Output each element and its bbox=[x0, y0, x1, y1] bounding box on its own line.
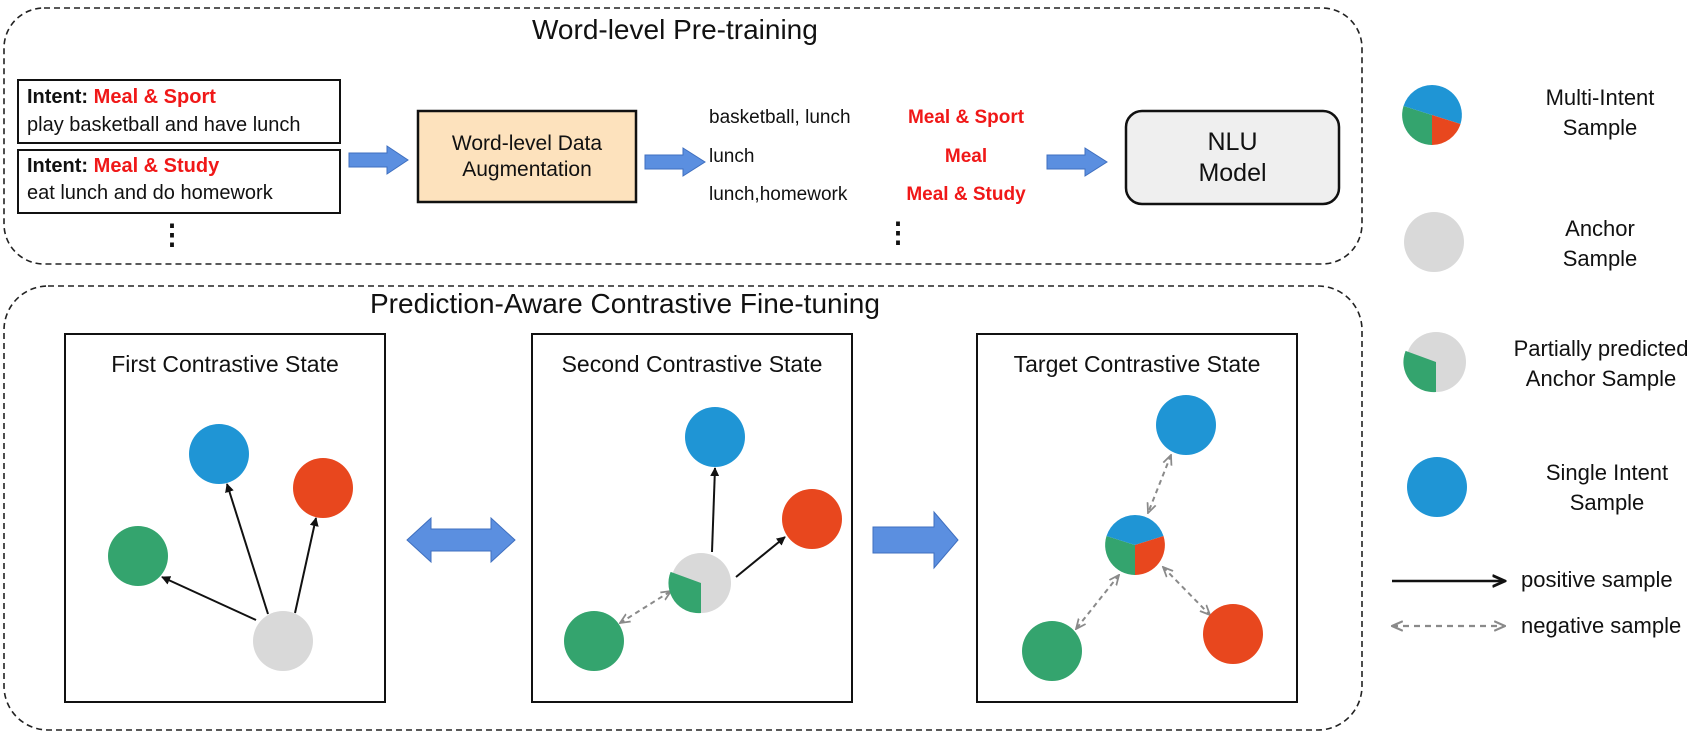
state-title-1: First Contrastive State bbox=[111, 351, 339, 377]
legend-positive-label: positive sample bbox=[1521, 567, 1673, 592]
augmentation-box bbox=[416, 109, 638, 204]
legend-anchor-label: Anchor Sample bbox=[1500, 214, 1700, 274]
aug-words-1: basketball, lunch bbox=[709, 107, 851, 128]
nlu-label-line-2: Model bbox=[1198, 159, 1267, 187]
negative-arrow bbox=[620, 591, 671, 623]
single-intent-node-blue bbox=[189, 424, 249, 484]
positive-arrow bbox=[161, 576, 257, 621]
positive-arrow bbox=[735, 536, 786, 578]
multi-intent-anchor-node bbox=[1105, 515, 1165, 575]
example-2-utterance: eat lunch and do homework bbox=[27, 182, 273, 204]
finetuning-section-frame bbox=[3, 285, 1363, 731]
target-state-graph bbox=[1022, 395, 1263, 681]
aug-label-2: Meal bbox=[944, 146, 988, 167]
single-intent-node-green bbox=[1022, 621, 1082, 681]
intent-prefix: Intent: bbox=[27, 86, 89, 108]
legend-multi-intent-icon bbox=[1402, 85, 1462, 145]
examples-ellipsis: ⋮ bbox=[158, 219, 186, 250]
state-frame-1 bbox=[64, 333, 386, 703]
legend-multi-intent-label: Multi-Intent Sample bbox=[1500, 83, 1700, 143]
flow-arrow-2 bbox=[644, 147, 706, 177]
single-intent-node-green bbox=[108, 526, 168, 586]
legend-multi-line-2: Sample bbox=[1562, 115, 1638, 140]
intent-label: Meal & Sport bbox=[93, 86, 216, 108]
legend-negative-label: negative sample bbox=[1521, 613, 1682, 638]
legend-anchor-line-1: Anchor bbox=[1565, 216, 1635, 241]
aug-words-2: lunch bbox=[709, 146, 755, 167]
legend-single-intent-label: Single Intent Sample bbox=[1507, 458, 1707, 518]
legend-partial-icon bbox=[1403, 332, 1466, 393]
arrow-to-target-state bbox=[872, 510, 959, 570]
positive-arrow bbox=[710, 467, 720, 553]
augmentation-label: Word-level Data Augmentation bbox=[418, 131, 636, 183]
state-frame-3 bbox=[976, 333, 1298, 703]
single-intent-node-red bbox=[782, 489, 842, 549]
legend-partial-line-1: Partially predicted bbox=[1513, 336, 1689, 361]
legend-partial-line-2: Anchor Sample bbox=[1525, 366, 1677, 391]
anchor-node bbox=[253, 611, 313, 671]
example-1-utterance: play basketball and have lunch bbox=[27, 114, 301, 136]
legend-single-line-1: Single Intent bbox=[1545, 460, 1669, 485]
aug-ellipsis: ⋮ bbox=[884, 217, 912, 248]
positive-arrow bbox=[225, 483, 269, 615]
pretraining-title: Word-level Pre-training bbox=[532, 14, 818, 45]
negative-arrow bbox=[1163, 567, 1210, 615]
example-1-intent-line: Intent: Meal & Sport bbox=[27, 86, 216, 109]
intent-label: Meal & Study bbox=[93, 155, 220, 177]
augmentation-label-line-2: Augmentation bbox=[462, 158, 592, 181]
state-2-graph bbox=[564, 407, 842, 671]
finetuning-title: Prediction-Aware Contrastive Fine-tuning bbox=[370, 288, 880, 319]
single-intent-node-red bbox=[293, 458, 353, 518]
legend-anchor-icon bbox=[1404, 212, 1464, 272]
legend-partial-label: Partially predicted Anchor Sample bbox=[1490, 334, 1708, 394]
positive-arrow bbox=[294, 517, 319, 614]
flow-arrow-3 bbox=[1046, 147, 1108, 177]
single-intent-node-red bbox=[1203, 604, 1263, 664]
legend-anchor-line-2: Sample bbox=[1562, 246, 1638, 271]
single-intent-node-blue bbox=[1156, 395, 1216, 455]
aug-label-1: Meal & Sport bbox=[907, 107, 1025, 128]
intent-prefix: Intent: bbox=[27, 155, 89, 177]
example-box-1 bbox=[17, 79, 341, 144]
state-1-graph bbox=[108, 424, 353, 671]
negative-arrow bbox=[1148, 455, 1171, 513]
state-title-3: Target Contrastive State bbox=[1013, 351, 1261, 377]
double-arrow-states bbox=[406, 516, 516, 564]
nlu-model-box bbox=[1124, 109, 1341, 206]
augmentation-label-line-1: Word-level Data bbox=[451, 132, 603, 155]
legend-multi-line-1: Multi-Intent bbox=[1545, 85, 1655, 110]
example-2-intent-line: Intent: Meal & Study bbox=[27, 155, 219, 178]
state-title-2: Second Contrastive State bbox=[561, 351, 823, 377]
legend-single-intent-icon bbox=[1407, 457, 1467, 517]
legend-single-line-2: Sample bbox=[1569, 490, 1645, 515]
negative-arrow bbox=[1076, 575, 1119, 629]
flow-arrow-1 bbox=[348, 145, 409, 175]
nlu-model-label: NLU Model bbox=[1126, 127, 1339, 189]
example-box-2 bbox=[17, 149, 341, 214]
nlu-label-line-1: NLU bbox=[1207, 128, 1258, 156]
single-intent-node-blue bbox=[685, 407, 745, 467]
aug-words-3: lunch,homework bbox=[709, 184, 848, 205]
state-frame-2 bbox=[531, 333, 853, 703]
single-intent-node-green bbox=[564, 611, 624, 671]
partially-predicted-anchor-node bbox=[668, 553, 731, 614]
aug-label-3: Meal & Study bbox=[906, 184, 1026, 205]
